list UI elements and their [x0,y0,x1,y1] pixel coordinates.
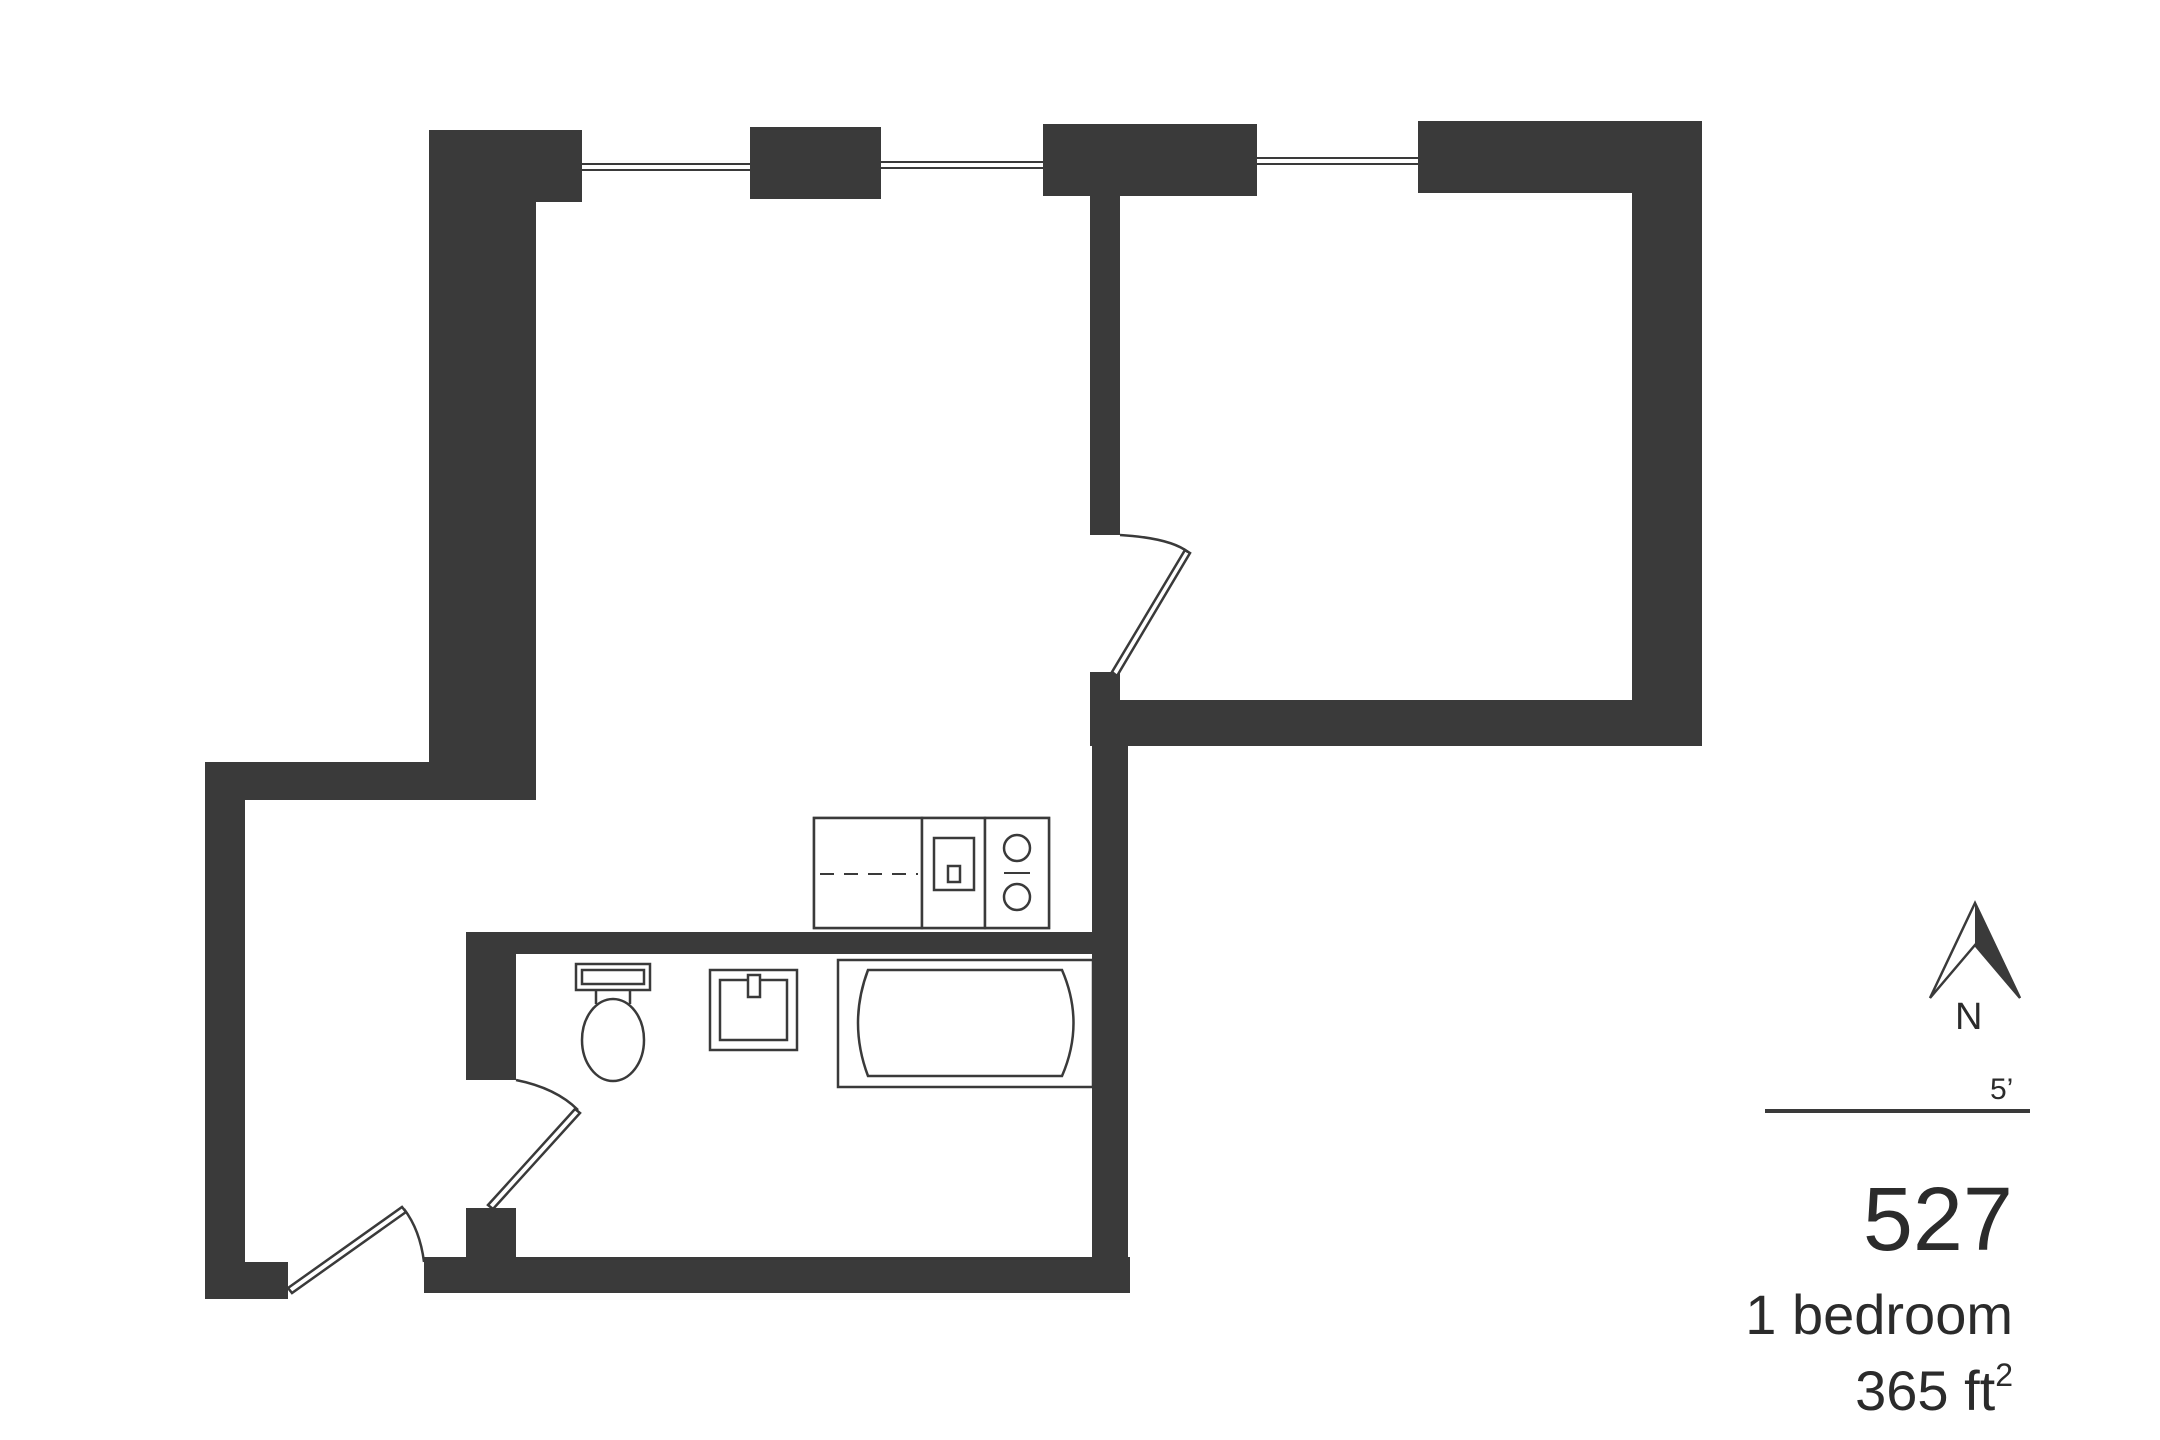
wall-far-left [205,762,245,1299]
bathroom-fixtures [574,958,1095,1089]
windows [582,157,1418,171]
north-arrow-shade [1975,903,2020,998]
bathroom-door [486,1078,582,1211]
area-value: 365 ft [1855,1359,1996,1422]
bedroom-count: 1 bedroom [1745,1283,2013,1346]
wall-bedroom-left-upper [1090,195,1120,535]
toilet [574,962,652,1083]
bathtub [836,958,1095,1089]
wall-top-pier-1 [750,127,881,199]
wall-bath-left-lower [466,1208,516,1293]
unit-number: 527 [1862,1170,2013,1270]
north-label: N [1955,996,1983,1038]
wall-bedroom-left-lower [1090,672,1120,746]
kitchen-faucet [946,864,962,884]
entry-door [286,1205,426,1295]
scale-bar-label: 5’ [1990,1073,2014,1106]
window-2 [881,161,1043,169]
wall-left-step [205,762,536,800]
wall-bottom [424,1257,1130,1293]
unit-area: 365 ft2 [1855,1359,2013,1419]
bathroom-sink [708,968,799,1052]
stove-burner-1 [1002,833,1032,863]
stove-burner-2 [1002,882,1032,912]
window-1 [582,163,750,171]
area-unit-superscript: 2 [1995,1357,2013,1393]
wall-bath-left-upper [466,932,516,1080]
window-3 [1257,157,1418,165]
wall-living-left [429,130,536,795]
wall-bottom-left-stub [205,1262,288,1299]
wall-top-pier-2 [1043,124,1257,196]
wall-bath-right [1092,746,1128,1293]
compass [1928,900,2022,999]
kitchen [812,816,1051,930]
wall-bedroom-right [1632,121,1702,746]
bedroom-door [1110,533,1192,678]
exterior-walls [205,121,1702,1299]
doors [286,533,1192,1295]
wall-bath-top [466,932,1128,954]
wall-bedroom-bottom [1090,700,1702,746]
